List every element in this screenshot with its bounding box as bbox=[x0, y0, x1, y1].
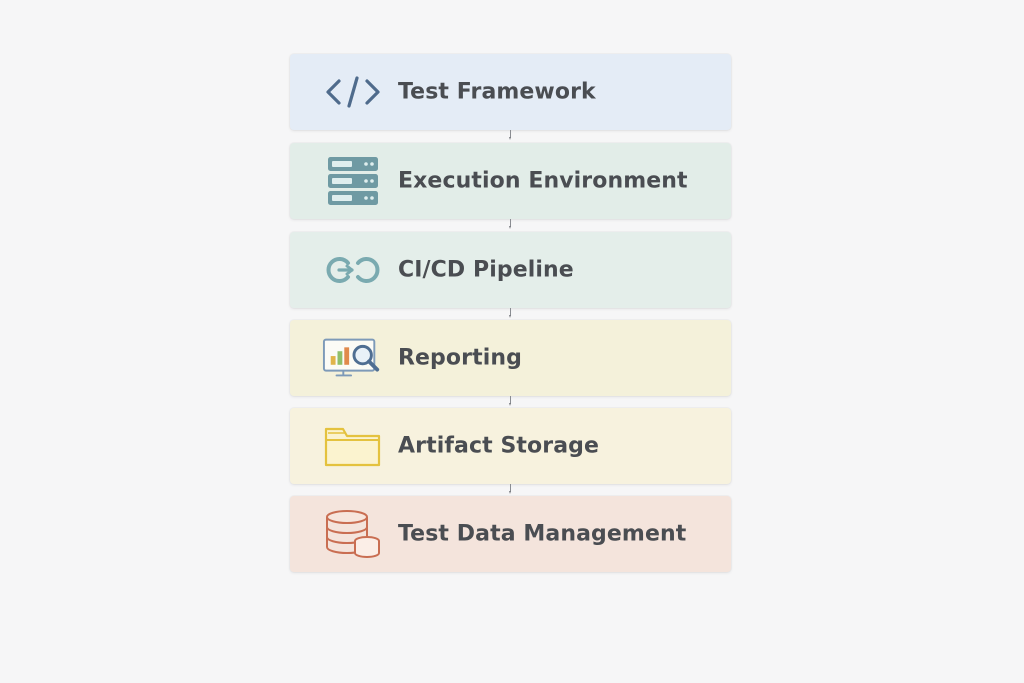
arrow-connector bbox=[509, 219, 512, 231]
folder-icon bbox=[322, 420, 384, 472]
layer-artifact-storage: Artifact Storage bbox=[290, 408, 731, 484]
arrow-connector bbox=[509, 396, 512, 408]
pipeline-loop-icon bbox=[322, 244, 384, 296]
layer-label: CI/CD Pipeline bbox=[398, 257, 574, 283]
layer-test-data-management: Test Data Management bbox=[290, 496, 731, 572]
layer-label: Test Framework bbox=[398, 79, 596, 105]
layer-label: Execution Environment bbox=[398, 168, 688, 194]
arrow-connector bbox=[509, 484, 512, 496]
layer-reporting: Reporting bbox=[290, 320, 731, 396]
layer-label: Test Data Management bbox=[398, 521, 687, 547]
layer-execution-environment: Execution Environment bbox=[290, 143, 731, 219]
layer-ci-cd-pipeline: CI/CD Pipeline bbox=[290, 232, 731, 308]
database-icon bbox=[322, 508, 384, 560]
server-rack-icon bbox=[322, 155, 384, 207]
arrow-connector bbox=[509, 308, 512, 320]
layer-test-framework: Test Framework bbox=[290, 54, 731, 130]
monitor-chart-search-icon bbox=[322, 332, 384, 384]
layer-label: Reporting bbox=[398, 345, 522, 371]
arrow-connector bbox=[509, 130, 512, 142]
code-icon bbox=[322, 66, 384, 118]
layer-label: Artifact Storage bbox=[398, 433, 600, 459]
